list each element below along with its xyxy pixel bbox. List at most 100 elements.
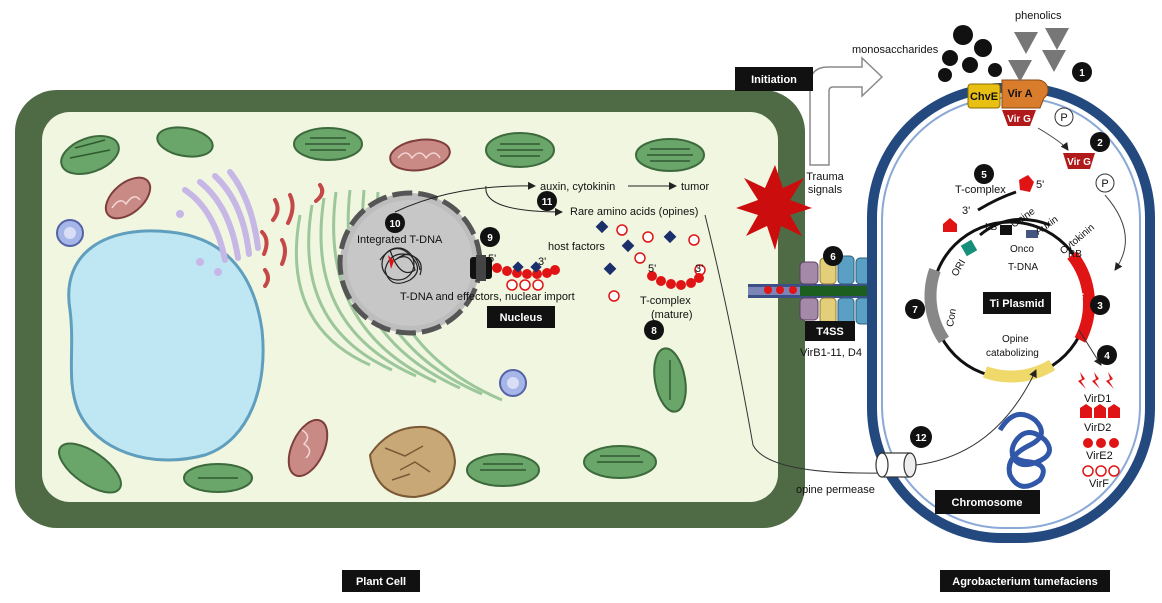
gene-con: Con [945,308,959,328]
t-complex-mature-sub-label: (mature) [651,309,693,321]
tdna-effectors-label: T-DNA and effectors, nuclear import [400,291,575,303]
chromosome-dna [997,411,1052,489]
virA-label: Vir A [1007,88,1032,100]
trauma-label: Trauma [806,171,844,183]
vire2-proteins [608,224,706,302]
rare-amino-acids-label: Rare amino acids (opines) [570,206,698,218]
svg-text:3: 3 [1097,301,1103,312]
amyloplast [368,425,457,499]
gene-tdna: T-DNA [1008,262,1038,273]
three-prime-nuclear: 3' [538,256,546,268]
t-complex-bacterial-label: T-complex [955,184,1006,196]
step-12: 12 [910,426,932,448]
svg-text:6: 6 [830,252,836,263]
mitochondrion [104,176,152,220]
step-9: 9 [480,227,500,247]
nucleus-box: Nucleus [487,306,555,328]
vir-region [1067,251,1095,343]
five-prime-bacterial: 5' [1036,179,1044,191]
gene-onco: Onco [1010,244,1034,255]
monosaccharides-label: monosaccharides [852,44,939,56]
bacterial-t-strand [977,190,1017,212]
phosphate-middle [1095,173,1115,193]
gene-vir: Vir [1074,290,1087,305]
trauma-signal-star [736,165,812,250]
svg-text:12: 12 [915,433,927,444]
svg-text:8: 8 [651,326,657,337]
gene-opine-catabolizing-1: Opine [1002,334,1029,345]
svg-text:Plant Cell: Plant Cell [356,576,406,588]
plant-cell [15,90,884,528]
step-badges: 1 2 3 4 5 6 7 8 9 10 11 12 [385,62,1117,448]
step-2: 2 [1090,132,1110,152]
virG-middle [1063,153,1095,169]
virD1-icons [1078,372,1114,389]
step-3: 3 [1090,295,1110,315]
chloroplast [156,126,214,158]
step-7: 7 [905,299,925,319]
virE2-label: VirE2 [1086,450,1113,462]
virD2-icons [1080,404,1120,418]
t-complex-nuclear-import [492,261,560,291]
opine-catabolizing-region [982,359,1056,383]
svg-text:10: 10 [389,219,401,230]
signals-label: signals [808,184,843,196]
golgi-apparatus [182,169,261,263]
svg-text:9: 9 [487,233,493,244]
svg-text:7: 7 [912,305,918,316]
svg-text:11: 11 [542,197,553,208]
chvE-protein [967,83,1001,109]
step-5: 5 [974,164,994,184]
integrated-tdna-label: Integrated T-DNA [357,234,443,246]
virG-top [1002,110,1036,126]
mitochondria [104,138,451,478]
step-4: 4 [1097,345,1117,365]
plant-cell-box: Plant Cell [342,570,420,592]
svg-text:2: 2 [1097,138,1103,149]
svg-text:1: 1 [1079,68,1085,79]
virA-protein [1001,79,1049,109]
initiation-arrow [809,56,884,166]
chloroplast [60,135,120,175]
virF-label: VirF [1089,478,1109,490]
svg-text:4: 4 [1104,351,1110,362]
svg-text:T4SS: T4SS [816,326,844,338]
nucleus [337,190,483,336]
svg-text:5: 5 [981,170,987,181]
chromosome-box: Chromosome [935,490,1040,514]
step-10: 10 [385,213,405,233]
gene-rb: RB [1068,249,1082,260]
phosphate-top-label: P [1060,112,1067,124]
con-region [924,267,950,344]
virG-middle-label: Vir G [1067,157,1091,168]
virF-icons [1082,465,1120,477]
virD2-label: VirD2 [1084,422,1111,434]
five-prime-nuclear: 5' [488,253,496,265]
t-complex-mature [647,271,704,290]
t4ss-box: T4SS [805,321,855,341]
initiation-box: Initiation [735,67,813,91]
chromatin [379,247,422,284]
svg-text:Nucleus: Nucleus [500,312,543,324]
step-8: 8 [644,320,664,340]
ti-plasmid-box: Ti Plasmid [983,292,1051,314]
auxin-cytokinin-label: auxin, cytokinin [540,181,615,193]
gene-opine-catabolizing-2: catabolizing [986,348,1039,359]
vacuole [67,229,265,462]
phosphate-middle-label: P [1101,178,1108,190]
agrobacterium-box: Agrobacterium tumefaciens [940,570,1110,592]
three-prime-cytoplasm: 3' [695,263,703,275]
svg-text:Ti Plasmid: Ti Plasmid [990,298,1045,310]
opine-path-line [704,214,884,474]
virE2-icons [1083,438,1119,448]
svg-text:Agrobacterium tumefaciens: Agrobacterium tumefaciens [952,576,1097,588]
phenolics [1008,28,1069,82]
virD1-label: VirD1 [1084,393,1111,405]
gene-lb: LB [985,222,998,233]
phosphate-top [1054,107,1074,127]
three-prime-bacterial: 3' [962,205,970,217]
five-prime-cytoplasm: 5' [648,263,656,275]
t-complex-mature-label: T-complex [640,295,691,307]
mitochondrion [389,138,451,172]
